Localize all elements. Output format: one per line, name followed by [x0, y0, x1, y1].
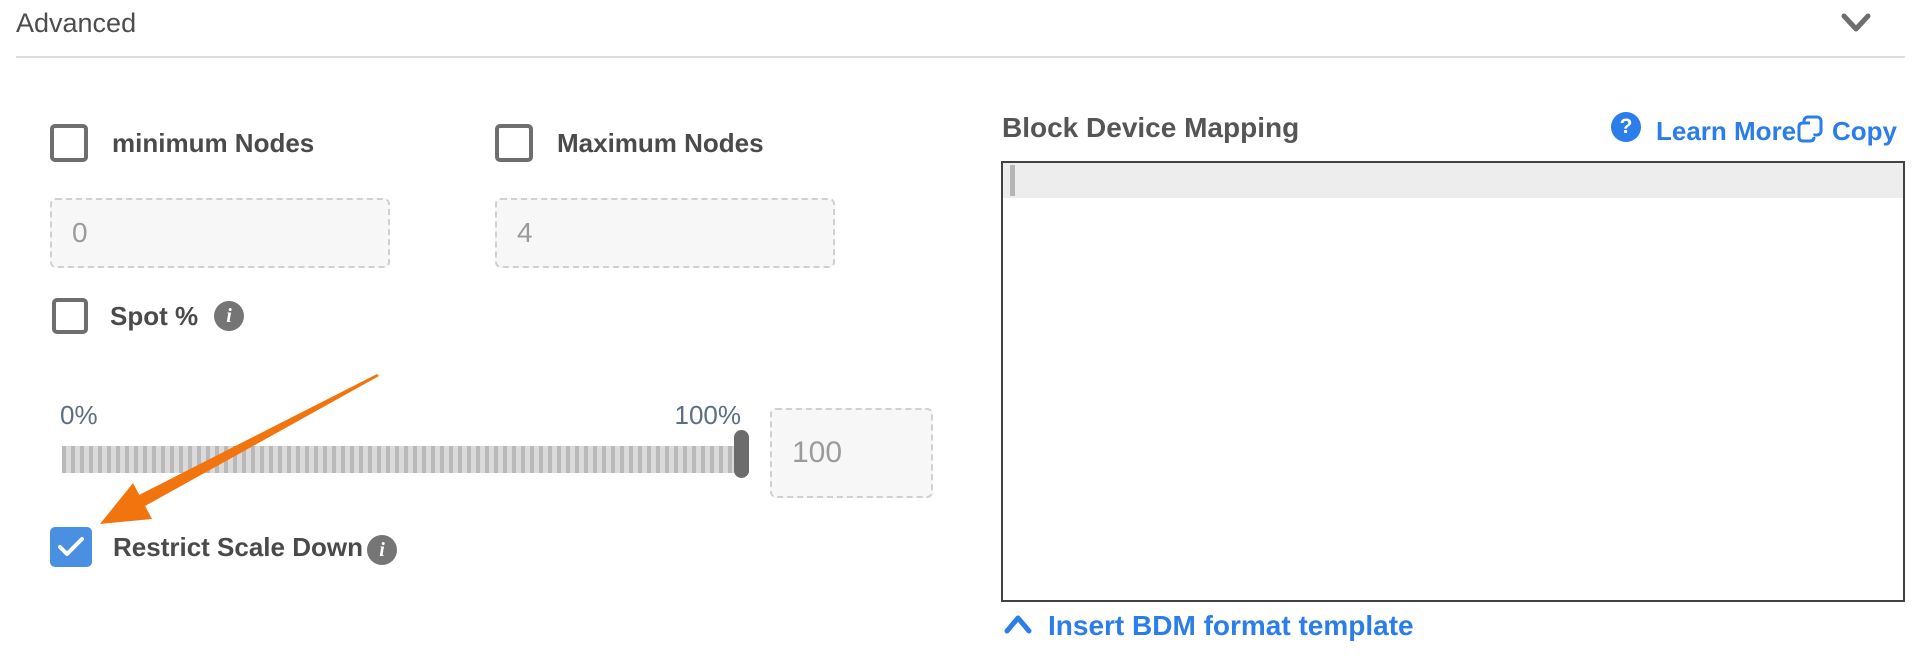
- spot-percent-label: Spot %: [110, 301, 199, 331]
- maximum-nodes-label: Maximum Nodes: [557, 128, 764, 158]
- checkmark-icon: [58, 537, 84, 556]
- insert-template-chevron-up-icon[interactable]: [1004, 613, 1032, 637]
- collapse-section-chevron-down-icon[interactable]: [1840, 10, 1872, 36]
- spot-percentage-slider-handle[interactable]: [734, 430, 749, 478]
- restrict-scale-down-label: Restrict Scale Down: [113, 532, 363, 562]
- copy-icon[interactable]: [1796, 114, 1824, 144]
- editor-active-line: [1003, 163, 1903, 198]
- learn-more-question-icon[interactable]: ?: [1611, 112, 1641, 142]
- copy-link[interactable]: Copy: [1832, 116, 1897, 146]
- spot-percentage-input[interactable]: [770, 408, 933, 498]
- spot-percent-checkbox[interactable]: [52, 298, 88, 334]
- maximum-nodes-input[interactable]: [495, 198, 835, 268]
- slider-max-label: 100%: [674, 400, 742, 430]
- slider-min-label: 0%: [60, 400, 98, 430]
- insert-bdm-template-link[interactable]: Insert BDM format template: [1048, 610, 1414, 641]
- learn-more-link[interactable]: Learn More: [1656, 116, 1797, 146]
- maximum-nodes-checkbox[interactable]: [495, 124, 533, 162]
- minimum-nodes-checkbox[interactable]: [50, 124, 88, 162]
- section-divider: [16, 56, 1905, 58]
- restrict-scale-down-checkbox[interactable]: [50, 527, 92, 567]
- editor-cursor: [1010, 165, 1015, 196]
- minimum-nodes-label: minimum Nodes: [112, 128, 315, 158]
- block-device-mapping-title: Block Device Mapping: [1002, 112, 1300, 143]
- minimum-nodes-input[interactable]: [50, 198, 390, 268]
- restrict-scale-down-info-icon[interactable]: i: [367, 535, 397, 565]
- spot-percentage-slider-track[interactable]: [62, 446, 749, 473]
- bdm-editor[interactable]: [1001, 161, 1905, 602]
- section-title: Advanced: [16, 8, 137, 38]
- spot-info-icon[interactable]: i: [214, 301, 244, 331]
